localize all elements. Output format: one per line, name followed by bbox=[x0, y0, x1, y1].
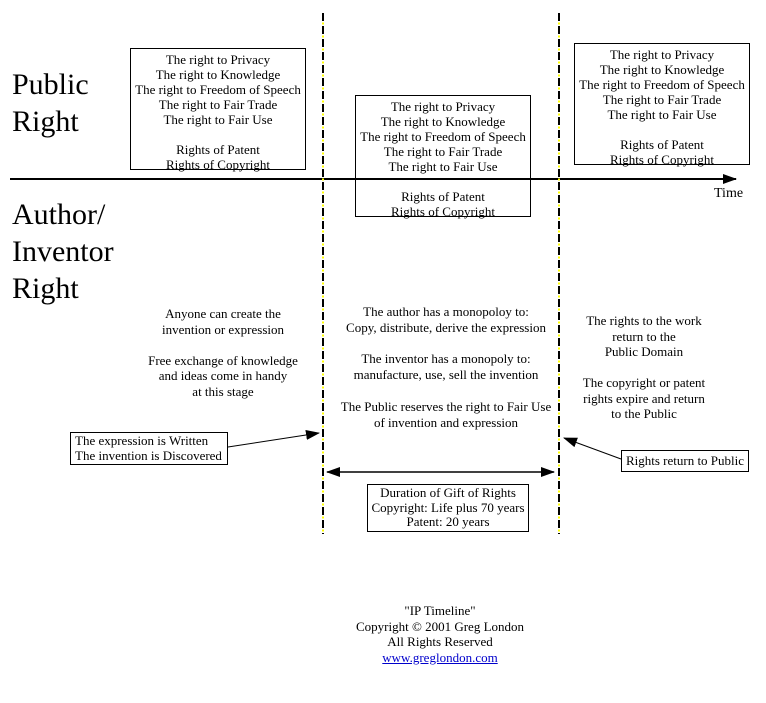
stage-before-text: Anyone can create the invention or expre… bbox=[148, 306, 298, 399]
stage-after-text: The rights to the work return to the Pub… bbox=[582, 313, 706, 421]
time-axis-label: Time bbox=[714, 186, 744, 201]
written-callout-arrow bbox=[227, 430, 320, 448]
creation-boundary-dashed-line bbox=[322, 13, 324, 534]
rights-return-arrow bbox=[563, 437, 622, 460]
rights-box-during: The right to Privacy The right to Knowle… bbox=[355, 95, 531, 219]
rights-box-after: The right to Privacy The right to Knowle… bbox=[574, 43, 750, 167]
author-inventor-right-label: Author/ Inventor Right bbox=[12, 198, 114, 305]
footer-credits: "IP Timeline" Copyright © 2001 Greg Lond… bbox=[290, 603, 590, 665]
rights-box-before: The right to Privacy The right to Knowle… bbox=[130, 48, 306, 172]
written-callout-box: The expression is Written The invention … bbox=[70, 432, 228, 465]
duration-callout-box: Duration of Gift of Rights Copyright: Li… bbox=[367, 484, 529, 532]
footer-website-link[interactable]: www.greglondon.com bbox=[382, 649, 498, 665]
footer-title: "IP Timeline" bbox=[404, 603, 476, 618]
public-right-label: Public Right bbox=[12, 68, 89, 138]
rights-return-callout-box: Rights return to Public bbox=[621, 450, 749, 472]
footer-rights-reserved: All Rights Reserved bbox=[387, 634, 493, 649]
footer-copyright: Copyright © 2001 Greg London bbox=[355, 618, 525, 634]
stage-during-text: The author has a monopoloy to: Copy, dis… bbox=[340, 304, 552, 430]
expiry-boundary-dashed-line bbox=[558, 13, 560, 534]
